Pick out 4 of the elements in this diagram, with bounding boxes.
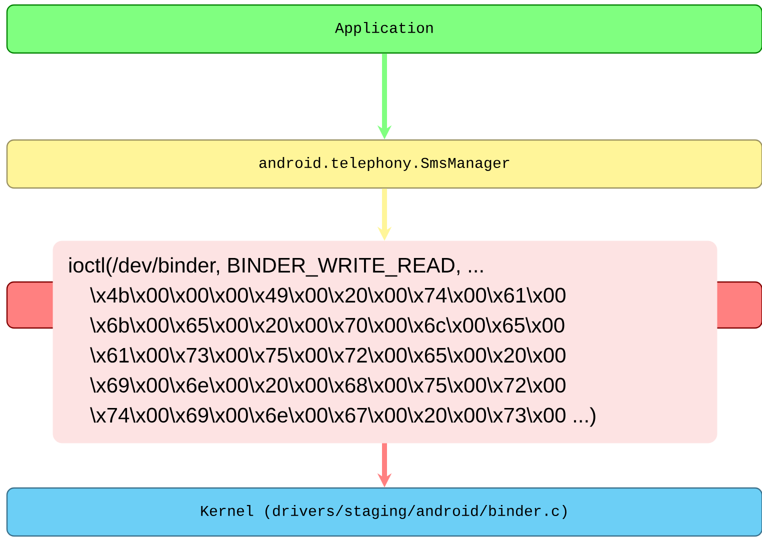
layer-box: Application bbox=[6, 4, 762, 54]
ioctl-call-panel: ioctl(/dev/binder, BINDER_WRITE_READ, ... \x4b\x00\x00\x00\x49\x00\x20\x00\x74\x00\x61\x00 \x6b\x00\x65\x00\x20\x00\x70\x00\x6c\x00\x65\x00 \x61\x00\x73\x00\x75\x00\x72\x00\x65\x00\x20\x00 \x69\x00\x6e\x00\x20\x00\x68\x00\x75\x00\x72\x00 \x74\x00\x69\x00\x6e\x00\x67\x00\x20\x00\x73\x00 ...) bbox=[52, 240, 718, 444]
layer-box: android.telephony.SmsManager bbox=[6, 139, 762, 189]
layer-box: Kernel (drivers/staging/android/binder.c) bbox=[6, 487, 762, 537]
